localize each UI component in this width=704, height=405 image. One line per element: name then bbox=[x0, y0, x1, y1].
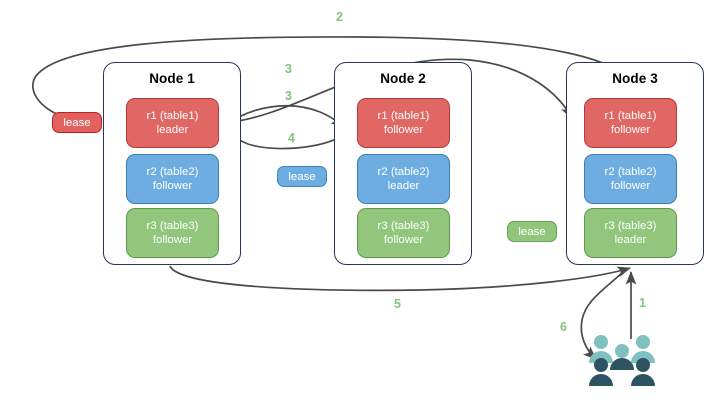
replica-role: leader bbox=[156, 124, 189, 136]
replica-n1r2[interactable]: r2 (table2) follower bbox=[126, 154, 219, 204]
step-label-3b: 3 bbox=[285, 89, 292, 103]
replica-n1r3[interactable]: r3 (table3) follower bbox=[126, 208, 219, 258]
replica-n2r1[interactable]: r1 (table1) follower bbox=[357, 98, 450, 148]
replica-role: follower bbox=[152, 180, 193, 192]
replica-role: follower bbox=[610, 180, 651, 192]
replica-name: r2 (table2) bbox=[146, 165, 199, 178]
replica-name: r1 (table1) bbox=[604, 109, 657, 122]
replica-name: r3 (table3) bbox=[377, 219, 430, 232]
replica-n3r1[interactable]: r1 (table1) follower bbox=[584, 98, 677, 148]
step-label-3a: 3 bbox=[285, 62, 292, 76]
step-label-4: 4 bbox=[288, 131, 295, 145]
replica-role: follower bbox=[152, 234, 193, 246]
replica-role: follower bbox=[383, 234, 424, 246]
replica-n3r2[interactable]: r2 (table2) follower bbox=[584, 154, 677, 204]
node-title-node3: Node 3 bbox=[612, 71, 658, 86]
node-title-node1: Node 1 bbox=[149, 71, 195, 86]
replica-role: follower bbox=[383, 124, 424, 136]
replica-name: r1 (table1) bbox=[377, 109, 430, 122]
node-title-node2: Node 2 bbox=[380, 71, 426, 86]
users-group-icon bbox=[588, 334, 656, 386]
replica-role: follower bbox=[610, 124, 651, 136]
replica-name: r2 (table2) bbox=[377, 165, 430, 178]
replica-role: leader bbox=[387, 180, 420, 192]
replica-n1r1[interactable]: r1 (table1) leader bbox=[126, 98, 219, 148]
replica-name: r3 (table3) bbox=[604, 219, 657, 232]
replica-role: leader bbox=[614, 234, 647, 246]
replica-name: r2 (table2) bbox=[604, 165, 657, 178]
edge-step-4 bbox=[226, 132, 347, 150]
lease-chip-r3[interactable]: lease bbox=[507, 221, 557, 242]
replica-name: r3 (table3) bbox=[146, 219, 199, 232]
replica-n2r3[interactable]: r3 (table3) follower bbox=[357, 208, 450, 258]
lease-chip-r2[interactable]: lease bbox=[277, 166, 327, 187]
edge-step-2 bbox=[32, 36, 634, 123]
step-label-2: 2 bbox=[336, 10, 343, 24]
replica-n3r3[interactable]: r3 (table3) leader bbox=[584, 208, 677, 258]
edge-step-6 bbox=[580, 270, 625, 360]
replica-name: r1 (table1) bbox=[146, 109, 199, 122]
edge-step-3-to-node3 bbox=[223, 58, 573, 124]
step-label-5: 5 bbox=[394, 297, 401, 311]
edge-step-5 bbox=[169, 265, 631, 292]
step-label-6: 6 bbox=[560, 320, 567, 334]
edge-step-3-to-node2 bbox=[224, 105, 345, 127]
replica-n2r2[interactable]: r2 (table2) leader bbox=[357, 154, 450, 204]
lease-chip-r1[interactable]: lease bbox=[52, 112, 102, 133]
step-label-1: 1 bbox=[639, 296, 646, 310]
